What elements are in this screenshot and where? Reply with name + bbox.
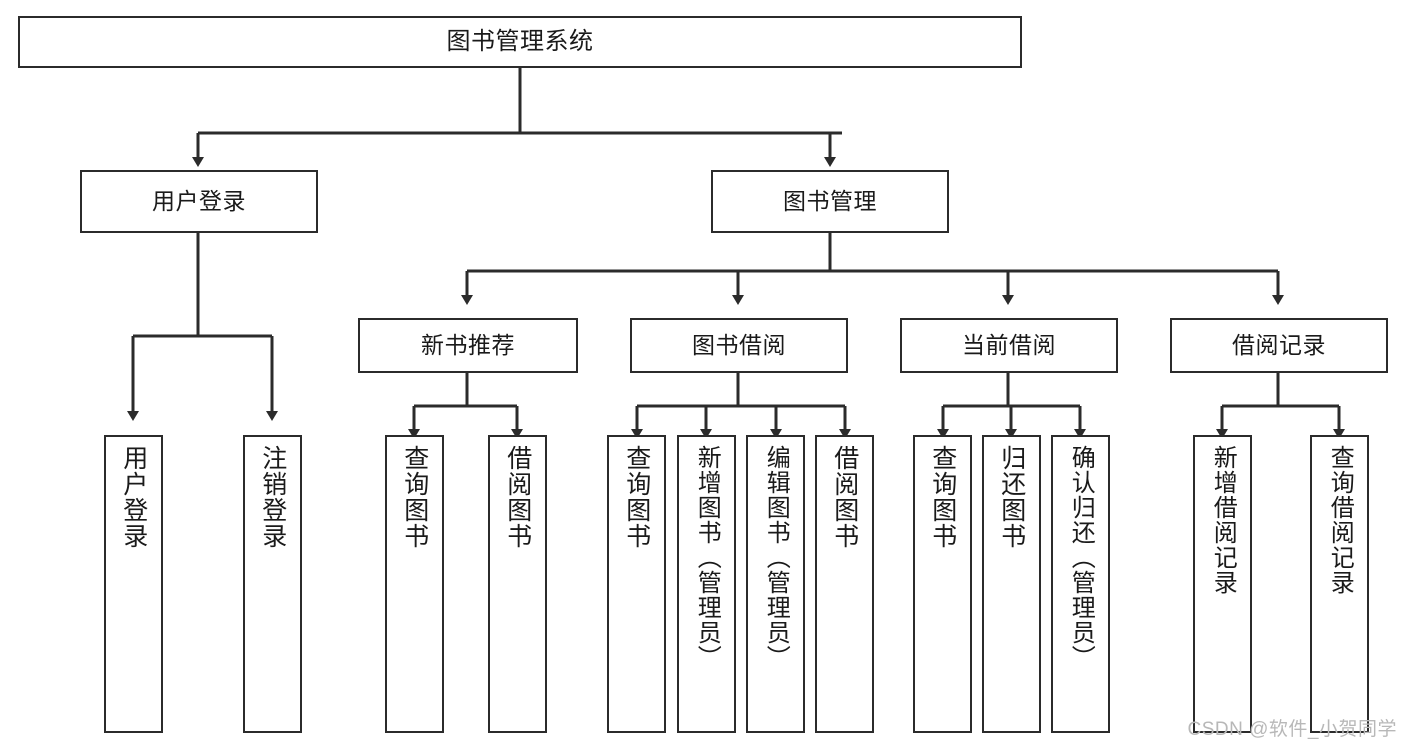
node-new-book-recommend-label: 新书推荐 [421, 331, 515, 358]
leaf-query-book-1[interactable]: 查询图书 [385, 435, 444, 733]
node-current-borrow[interactable]: 当前借阅 [900, 318, 1118, 373]
leaf-borrow-book-1[interactable]: 借阅图书 [488, 435, 547, 733]
leaf-return-book-label: 归还图书 [997, 445, 1026, 549]
node-borrow-record[interactable]: 借阅记录 [1170, 318, 1388, 373]
node-root-label: 图书管理系统 [446, 27, 594, 55]
leaf-confirm-return[interactable]: 确认归还（管理员） [1051, 435, 1110, 733]
node-user-login[interactable]: 用户登录 [80, 170, 318, 233]
leaf-query-book-2-label: 查询图书 [622, 445, 651, 549]
leaf-borrow-book-1-label: 借阅图书 [503, 445, 532, 549]
leaf-logout-login[interactable]: 注销登录 [243, 435, 302, 733]
leaf-add-record[interactable]: 新增借阅记录 [1193, 435, 1252, 733]
node-new-book-recommend[interactable]: 新书推荐 [358, 318, 578, 373]
leaf-add-book-label: 新增图书（管理员） [693, 445, 721, 670]
node-book-management-label: 图书管理 [783, 187, 877, 214]
leaf-logout-login-label: 注销登录 [258, 445, 287, 549]
leaf-return-book[interactable]: 归还图书 [982, 435, 1041, 733]
leaf-user-login-label: 用户登录 [119, 445, 148, 549]
leaf-confirm-return-label: 确认归还（管理员） [1067, 445, 1095, 670]
node-current-borrow-label: 当前借阅 [962, 331, 1056, 358]
node-book-management[interactable]: 图书管理 [711, 170, 949, 233]
leaf-query-book-3-label: 查询图书 [928, 445, 957, 549]
node-borrow-record-label: 借阅记录 [1232, 331, 1326, 358]
node-user-login-label: 用户登录 [152, 187, 246, 214]
node-root[interactable]: 图书管理系统 [18, 16, 1022, 68]
watermark: CSDN @软件_小贺同学 [1187, 719, 1397, 740]
node-book-borrow-label: 图书借阅 [692, 331, 786, 358]
leaf-query-book-2[interactable]: 查询图书 [607, 435, 666, 733]
leaf-query-record[interactable]: 查询借阅记录 [1310, 435, 1369, 733]
node-book-borrow[interactable]: 图书借阅 [630, 318, 848, 373]
leaf-borrow-book-2-label: 借阅图书 [830, 445, 859, 549]
leaf-query-book-3[interactable]: 查询图书 [913, 435, 972, 733]
leaf-add-record-label: 新增借阅记录 [1209, 445, 1237, 595]
leaf-query-record-label: 查询借阅记录 [1326, 445, 1354, 595]
leaf-edit-book[interactable]: 编辑图书（管理员） [746, 435, 805, 733]
leaf-add-book[interactable]: 新增图书（管理员） [677, 435, 736, 733]
leaf-edit-book-label: 编辑图书（管理员） [762, 445, 790, 670]
leaf-query-book-1-label: 查询图书 [400, 445, 429, 549]
leaf-user-login[interactable]: 用户登录 [104, 435, 163, 733]
leaf-borrow-book-2[interactable]: 借阅图书 [815, 435, 874, 733]
